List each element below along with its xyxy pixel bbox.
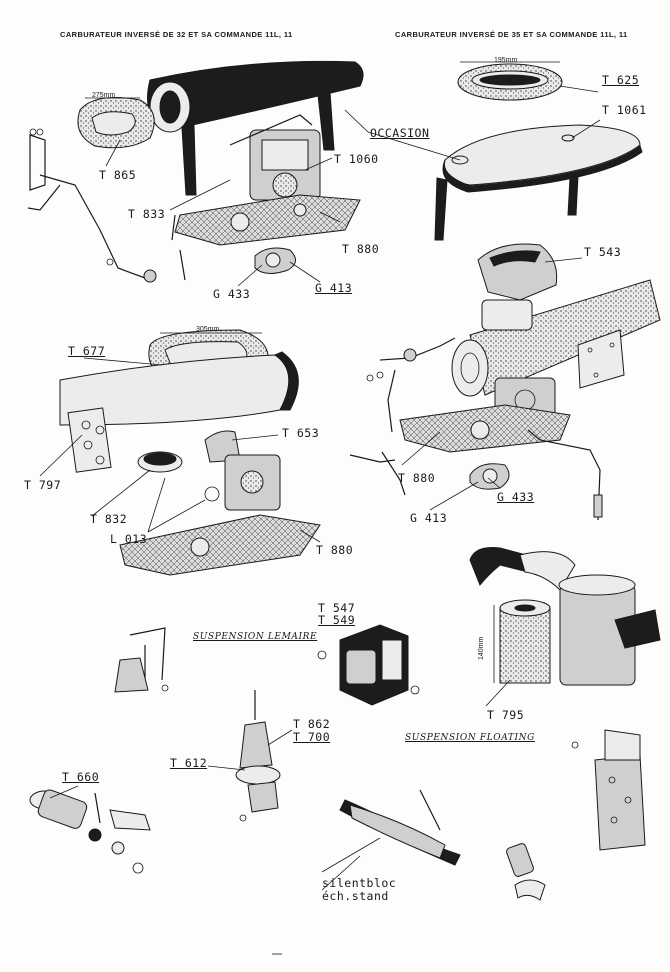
header-right: CARBURATEUR INVERSÉ DE 35 ET SA COMMANDE…: [395, 30, 628, 39]
filter-element-195: [457, 61, 563, 101]
label-l013: L 013: [110, 532, 148, 546]
mini-filter-t547: [317, 624, 420, 706]
label-t549: T 549: [318, 613, 356, 627]
label-t677: T 677: [68, 344, 106, 358]
air-filter-cover-35: [434, 124, 643, 241]
label-t862: T 862: [293, 717, 331, 731]
label-t625: T 625: [602, 73, 640, 87]
carburetor-32-mid: [204, 430, 281, 511]
dimension-275: 275mm: [92, 92, 116, 99]
leader-lines: [39, 85, 601, 891]
label-g413-top: G 413: [315, 281, 353, 295]
label-ech-stand: éch.stand: [322, 889, 389, 903]
label-t1061: T 1061: [602, 103, 647, 117]
label-t880-mid: T 880: [316, 543, 354, 557]
label-t832: T 832: [90, 512, 128, 526]
suspension-boot-t700: [235, 690, 281, 822]
label-g433-right: G 433: [497, 490, 535, 504]
header-left: CARBURATEUR INVERSÉ DE 32 ET SA COMMANDE…: [60, 30, 293, 39]
label-t880-top: T 880: [342, 242, 380, 256]
mount-t660: [29, 789, 151, 874]
gasket-g433-right: [469, 463, 510, 490]
intake-tube-35: [451, 279, 661, 397]
label-t547: T 547: [318, 601, 356, 615]
base-plate-32: [174, 194, 361, 246]
filter-element-275: [77, 97, 155, 149]
label-occasion: OCCASION: [370, 126, 430, 140]
dimension-140: 140mm: [478, 636, 485, 660]
throttle-linkage-right: [349, 337, 603, 521]
filter-cartridge-t795: [493, 599, 551, 684]
label-t797: T 797: [24, 478, 62, 492]
label-t1060: T 1060: [334, 152, 379, 166]
label-t833: T 833: [128, 207, 166, 221]
air-filter-cover-flat: [59, 351, 299, 426]
label-t543: T 543: [584, 245, 622, 259]
label-t612: T 612: [170, 756, 208, 770]
dimension-195: 195mm: [494, 57, 518, 64]
right-bracket-plate: [577, 329, 625, 389]
carburetor-35-head: [477, 243, 558, 331]
dimension-305: 305mm: [196, 326, 220, 333]
label-t700: T 700: [293, 730, 331, 744]
base-plate-35: [399, 404, 571, 453]
carburetor-32: [229, 114, 321, 201]
suspension-lemaire-parts: [114, 627, 169, 693]
label-t653: T 653: [282, 426, 320, 440]
throttle-linkage-top: [27, 128, 186, 283]
base-plate-mid: [119, 514, 321, 576]
air-filter-large: [147, 60, 364, 196]
section-suspension-floating: SUSPENSION FLOATING: [405, 733, 535, 743]
ring-t832: [137, 451, 183, 473]
label-t865: T 865: [99, 168, 137, 182]
section-suspension-lemaire: SUSPENSION LEMAIRE: [193, 632, 318, 642]
label-g413-right: G 413: [410, 511, 448, 525]
washer-set-t797: [67, 407, 112, 473]
gasket-g433-top: [254, 247, 296, 274]
label-t880-right: T 880: [398, 471, 436, 485]
label-t660: T 660: [62, 770, 100, 784]
label-t795: T 795: [487, 708, 525, 722]
canister-air-filter: [469, 547, 661, 686]
label-g433-top: G 433: [213, 287, 251, 301]
label-silentbloc: silentbloc: [322, 876, 397, 890]
suspension-floating-parts: [339, 729, 646, 901]
